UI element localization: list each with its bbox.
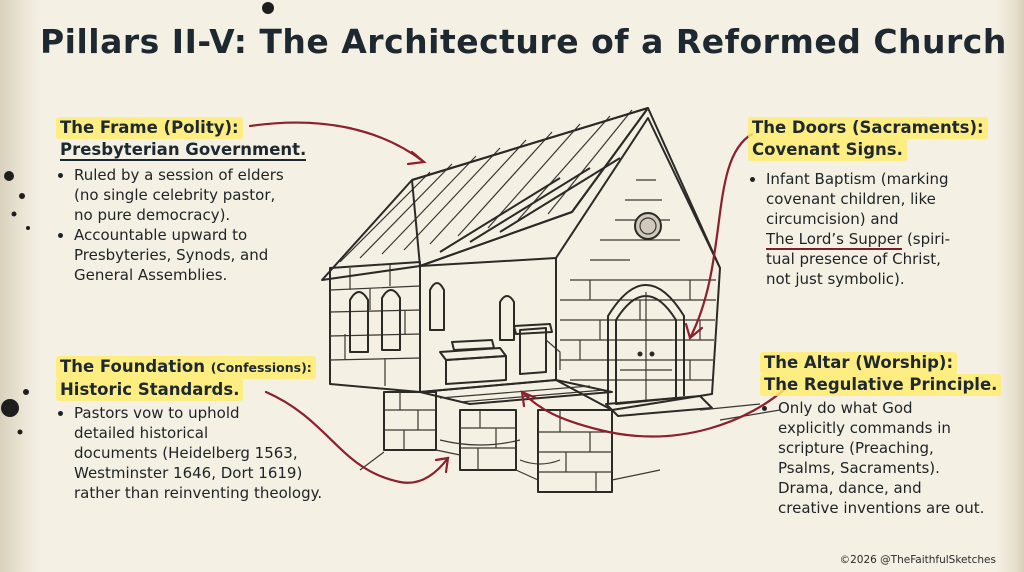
lords-supper-link-text: The Lord’s Supper xyxy=(766,230,903,250)
list-item-text: Ruled by a session of elders xyxy=(74,166,284,184)
list-item-text: creative inventions are out. xyxy=(778,499,985,517)
page-title: Pillars II-V: The Architecture of a Refo… xyxy=(40,22,1007,61)
frame-subheading-text: Presbyterian Government. xyxy=(60,140,307,161)
list-item: Infant Baptism (marking covenant children… xyxy=(766,169,988,289)
list-item-text: documents (Heidelberg 1563, xyxy=(74,444,298,462)
list-item-text: Only do what God xyxy=(778,399,913,417)
ink-splatters xyxy=(1,2,274,435)
list-item-text: (no single celebrity pastor, xyxy=(74,186,276,204)
list-item-text: no pure democracy). xyxy=(74,206,231,224)
front-wall xyxy=(555,117,781,421)
list-item-text: Drama, dance, and xyxy=(778,479,922,497)
list-item-text: covenant children, like xyxy=(766,190,936,208)
rose-window xyxy=(634,212,662,240)
list-item-text: (spiri- xyxy=(902,230,951,248)
frame-subheading: Presbyterian Government. xyxy=(56,139,310,161)
list-item-text: scripture (Preaching, xyxy=(778,439,934,457)
list-item-text: not just symbolic). xyxy=(766,270,905,288)
doors-bullets: Infant Baptism (marking covenant children… xyxy=(748,169,988,289)
list-item-text: Psalms, Sacraments). xyxy=(778,459,940,477)
list-item: Pastors vow to uphold detailed historical… xyxy=(74,403,322,503)
altar-bullets: Only do what God explicitly commands in sc… xyxy=(760,398,1001,518)
side-wall xyxy=(329,261,421,393)
frame-heading: The Frame (Polity): xyxy=(56,117,243,139)
list-item-text: Westminster 1646, Dort 1619) xyxy=(74,464,303,482)
foundation-heading: The Foundation (Confessions): xyxy=(56,356,316,379)
pulpit xyxy=(519,327,547,375)
list-item-text: General Assemblies. xyxy=(74,266,228,284)
foundation-piers xyxy=(359,391,661,493)
list-item: Accountable upward to Presbyteries, Synod… xyxy=(74,225,310,285)
list-item-text: Presbyteries, Synods, and xyxy=(74,246,269,264)
list-item-text: explicitly commands in xyxy=(778,419,951,437)
list-item: Ruled by a session of elders (no single c… xyxy=(74,165,310,225)
list-item-text: Accountable upward to xyxy=(74,226,248,244)
list-item-text: rather than reinventing theology. xyxy=(74,484,323,502)
foundation-subheading: Historic Standards. xyxy=(56,379,244,401)
list-item-text: Pastors vow to uphold xyxy=(74,404,240,422)
copyright-credit: ©2026 @TheFaithfulSketches xyxy=(839,554,996,566)
list-item-text: Infant Baptism (marking xyxy=(766,170,949,188)
page-edge xyxy=(996,0,1024,572)
foundation-bullets: Pastors vow to uphold detailed historical… xyxy=(56,403,322,503)
list-item-text: circumcision) and xyxy=(766,210,899,228)
foundation-heading-text: The Foundation xyxy=(60,357,205,376)
frame-bullets: Ruled by a session of elders (no single c… xyxy=(56,165,310,285)
altar-heading: The Altar (Worship): xyxy=(760,352,958,374)
callout-arrows xyxy=(248,121,788,484)
church-door xyxy=(615,295,677,405)
frame-callout: The Frame (Polity): Presbyterian Governm… xyxy=(56,117,310,285)
doors-callout: The Doors (Sacraments): Covenant Signs. … xyxy=(748,117,988,289)
doors-heading: The Doors (Sacraments): xyxy=(748,117,988,139)
list-item: Only do what God explicitly commands in sc… xyxy=(778,398,1001,518)
interior xyxy=(419,257,613,405)
list-item-text: detailed historical xyxy=(74,424,209,442)
altar-subheading: The Regulative Principle. xyxy=(760,374,1002,396)
notebook-binding xyxy=(0,0,40,572)
doors-subheading: Covenant Signs. xyxy=(748,139,907,161)
altar-callout: The Altar (Worship): The Regulative Prin… xyxy=(760,352,1002,518)
roof xyxy=(321,107,721,281)
foundation-heading-small: (Confessions): xyxy=(210,360,312,375)
list-item-text: tual presence of Christ, xyxy=(766,250,941,268)
foundation-callout: The Foundation (Confessions): Historic S… xyxy=(56,356,322,503)
